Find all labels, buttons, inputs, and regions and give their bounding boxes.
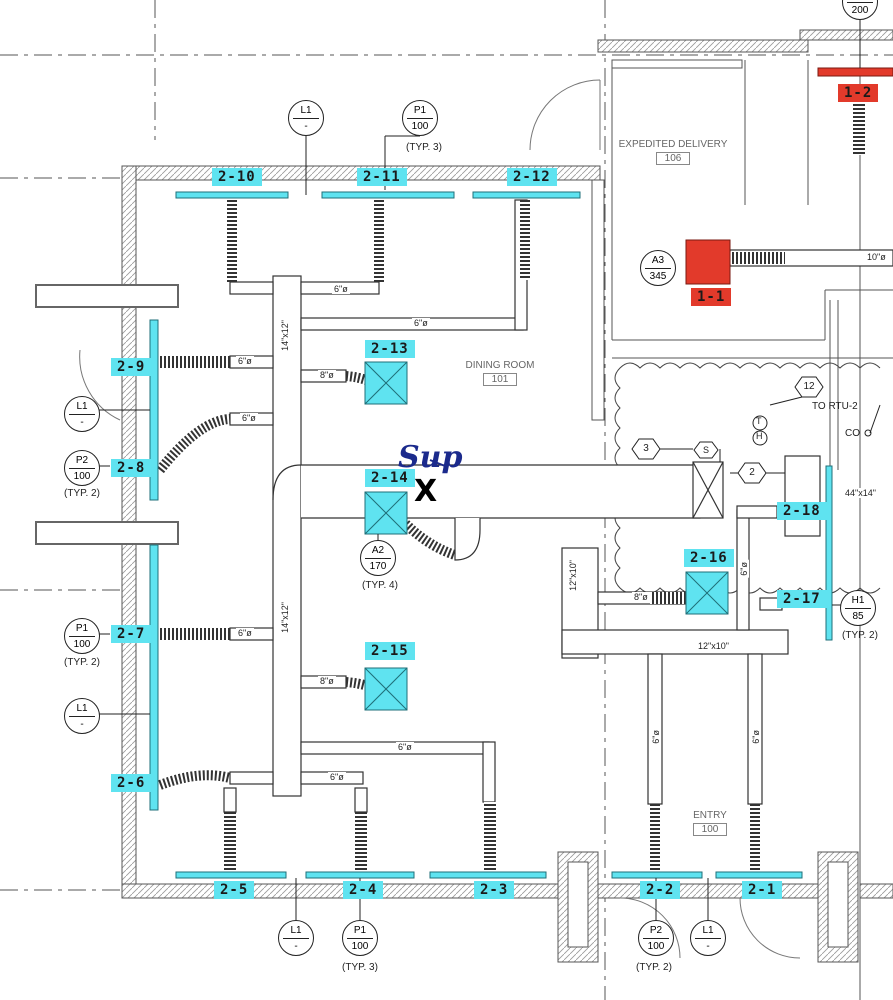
duct-size: 8"ø [318,370,336,380]
tag-l1: L1- [278,920,314,956]
typ-note: (TYP. 2) [64,488,100,499]
duct-size: 6"ø [332,284,350,294]
exhaust-grilles [685,67,893,285]
duct-size: 12"x10" [696,641,731,651]
rtu-note: TO RTU-2 [812,401,858,412]
duct-size: 10"ø [865,252,888,262]
tag-l1: L1- [64,396,100,432]
diffuser-label: 2-18 [777,502,827,520]
smoke-detector-label: S [702,445,709,455]
diffuser-label: 2-5 [214,881,255,899]
tag-l1: L1- [690,920,726,956]
diffuser-label: 2-6 [111,774,152,792]
duct-size: 12"x10" [568,558,578,593]
duct-size: 44"x14" [843,488,878,498]
diffuser-label: 2-15 [365,642,415,660]
room-number: 106 [655,152,691,165]
duct-size: 6"ø [236,628,254,638]
room-name: EXPEDITED DELIVERY [618,139,728,150]
keynote-2: 2 [749,467,755,478]
diffuser-label: 2-2 [640,881,681,899]
duct-size: 6"ø [412,318,430,328]
handwritten-x-mark: X [414,474,438,509]
humidistat-label: H [756,431,763,441]
room-name: ENTRY [693,810,727,821]
room-name: DINING ROOM [465,360,535,371]
diffuser-label: 2-1 [742,881,783,899]
room-number: 101 [482,373,518,386]
exhaust-label: 1-2 [838,84,879,102]
duct-size: 6"ø [236,356,254,366]
co-sensor-label: CO [845,428,860,439]
room-expedited-delivery: EXPEDITED DELIVERY 106 [618,139,728,165]
duct-size: 6"ø [396,742,414,752]
duct-size: 6"ø [328,772,346,782]
typ-note: (TYP. 2) [842,630,878,641]
diffuser-label: 2-17 [777,590,827,608]
diffuser-label: 2-14 [365,469,415,487]
diffuser-label: 2-12 [507,168,557,186]
linear-diffusers [149,191,833,879]
tag-l1: L1- [64,698,100,734]
typ-note: (TYP. 2) [64,657,100,668]
keynote-12: 12 [803,381,815,392]
square-diffusers [364,361,729,711]
duct-size: 6"ø [751,728,761,746]
diffuser-label: 2-7 [111,625,152,643]
diffuser-label: 2-4 [343,881,384,899]
duct-size: 14"x12" [280,600,290,635]
thermostat-label: T [756,416,762,426]
tag-l1: L1- [288,100,324,136]
diffuser-label: 2-10 [212,168,262,186]
typ-note: (TYP. 4) [362,580,398,591]
keynote-3: 3 [643,443,649,454]
room-entry: ENTRY 100 [675,810,745,836]
typ-note: (TYP. 3) [406,142,442,153]
typ-note: (TYP. 2) [636,962,672,973]
typ-note: (TYP. 3) [342,962,378,973]
diffuser-label: 2-9 [111,358,152,376]
diffuser-label: 2-16 [684,549,734,567]
duct-size: 8"ø [632,592,650,602]
duct-size: 6"ø [739,560,749,578]
duct-size: 6"ø [240,413,258,423]
room-dining: DINING ROOM 101 [455,360,545,386]
handwritten-note: Sup [398,440,463,475]
room-number: 100 [692,823,728,836]
duct-size: 8"ø [318,676,336,686]
diffuser-label: 2-11 [357,168,407,186]
duct-size: 6"ø [651,728,661,746]
diffuser-label: 2-3 [474,881,515,899]
diffuser-label: 2-13 [365,340,415,358]
exhaust-label: 1-1 [691,288,732,306]
flex-ducts [156,95,865,874]
keynote-hexagons [631,376,872,484]
duct-size: 14"x12" [280,318,290,353]
diffuser-label: 2-8 [111,459,152,477]
